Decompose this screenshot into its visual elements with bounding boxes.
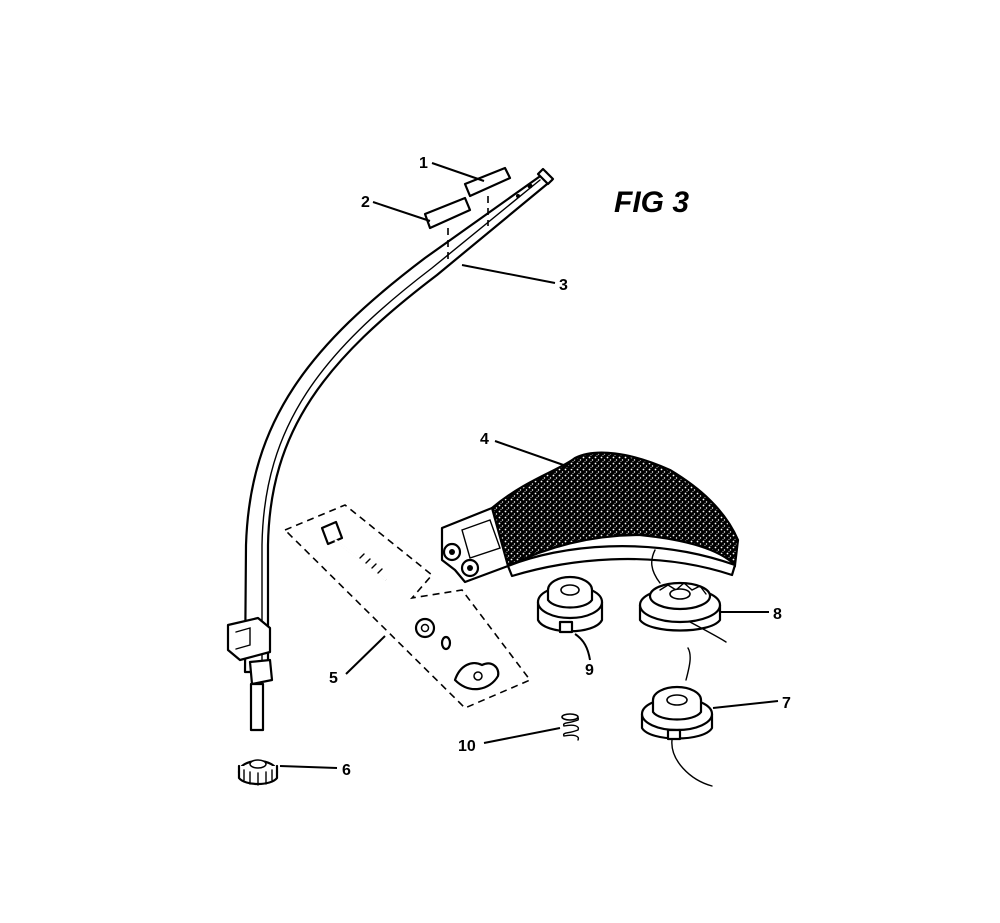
leader-9	[574, 633, 591, 661]
curved-shaft	[226, 167, 555, 732]
trimmer-head-housing	[536, 575, 604, 634]
spring	[561, 713, 580, 741]
shield-hardware-kit	[283, 504, 532, 709]
label-decal-lower	[423, 196, 472, 262]
leader-4	[494, 440, 573, 469]
callout-5: 5	[329, 670, 338, 687]
leader-lines	[279, 162, 779, 769]
callout-3: 3	[559, 277, 568, 294]
leader-7	[712, 700, 779, 709]
callout-9: 9	[585, 662, 594, 679]
leader-3	[461, 264, 556, 284]
leader-6	[279, 765, 338, 769]
leader-10	[483, 727, 561, 744]
callout-6: 6	[342, 762, 351, 779]
callout-4: 4	[480, 431, 489, 448]
knob	[237, 759, 279, 786]
callout-numbers: 1 2 3 4 5 6 7 8 9 10	[329, 155, 791, 779]
callout-8: 8	[773, 606, 782, 623]
trimmer-head-assembly	[640, 647, 714, 787]
grass-shield	[440, 451, 740, 584]
callout-10: 10	[458, 738, 476, 755]
callout-7: 7	[782, 695, 791, 712]
inner-reel-with-line	[638, 549, 727, 643]
label-decal-upper	[463, 166, 512, 226]
leader-1	[431, 162, 485, 182]
leader-2	[372, 201, 431, 222]
callout-1: 1	[419, 155, 428, 172]
figure-title: FIG 3	[614, 186, 689, 219]
leader-5	[345, 635, 386, 675]
callout-2: 2	[361, 194, 370, 211]
